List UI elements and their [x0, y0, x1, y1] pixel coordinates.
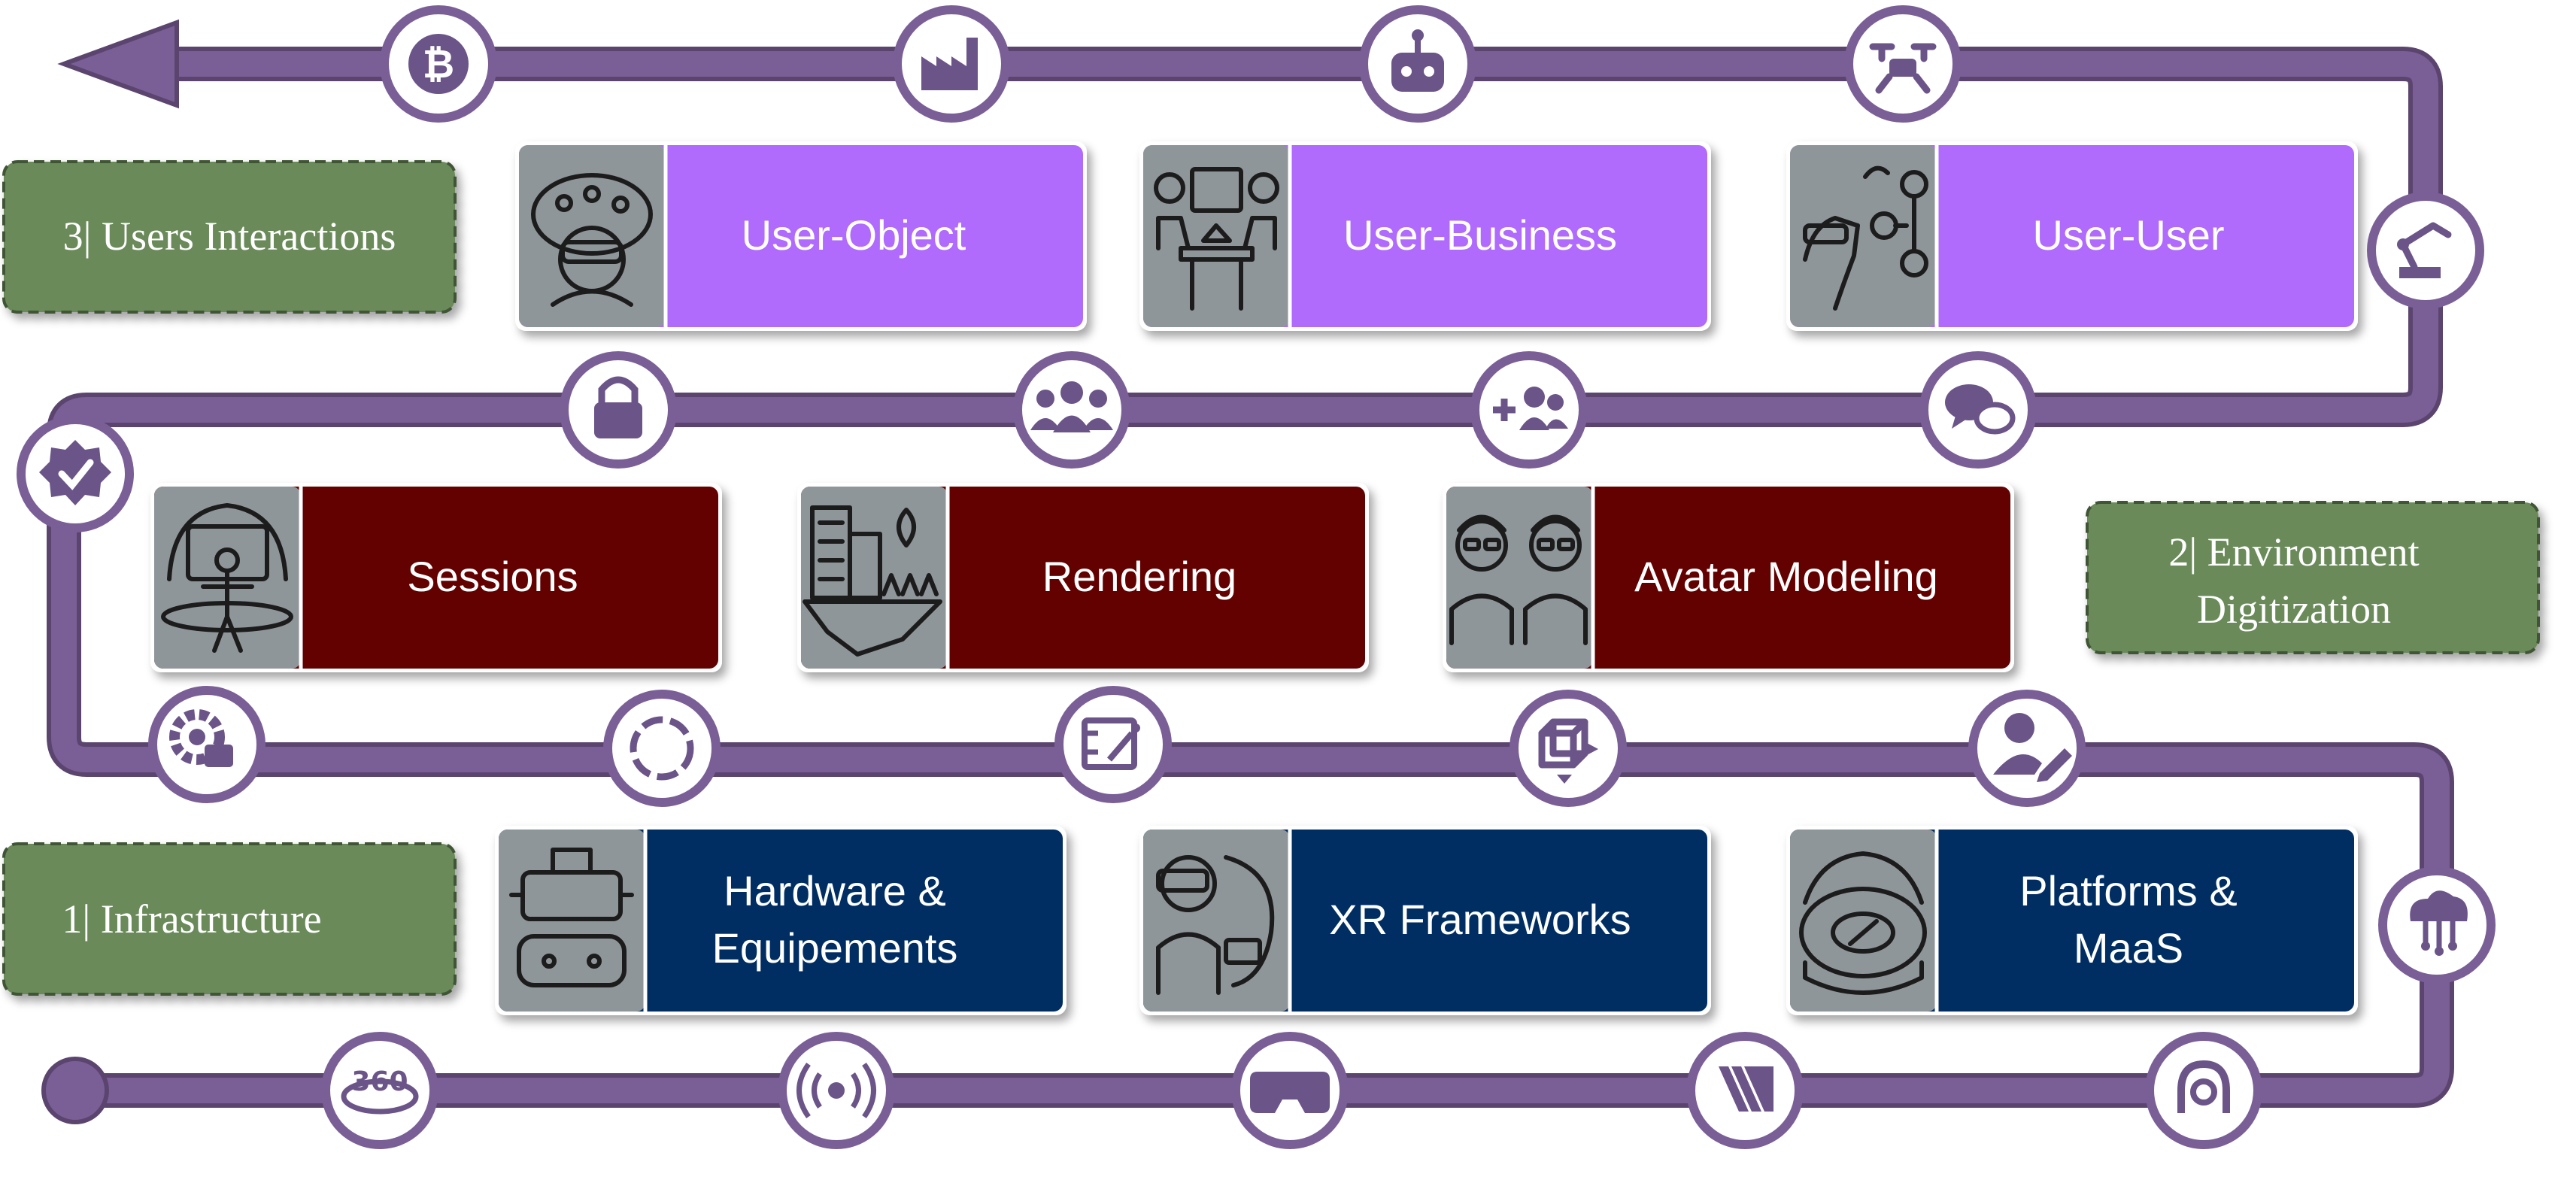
svg-text:1| Infrastructure: 1| Infrastructure	[62, 896, 321, 942]
node-broadcast	[778, 1032, 895, 1149]
box-xr-frameworks: XR Frameworks	[1139, 826, 1711, 1015]
box-user-object: User-Object	[515, 141, 1087, 331]
box-sessions: Sessions	[150, 483, 722, 672]
node-vr-glasses	[1231, 1032, 1349, 1149]
node-layers	[1686, 1032, 1804, 1149]
chat-icon	[1945, 384, 2016, 435]
node-lock	[560, 351, 677, 469]
user-network-icon	[1803, 165, 1928, 311]
path-start-dot	[41, 1057, 109, 1124]
node-loading	[603, 690, 721, 807]
node-3d-cube	[1509, 690, 1627, 807]
path-arrowhead	[57, 19, 179, 109]
cloud-network-icon	[2410, 890, 2468, 956]
vr-glasses-icon	[1250, 1072, 1330, 1113]
xr-framework-icon	[1156, 855, 1275, 995]
box-label: User-User	[2032, 211, 2224, 259]
box-hardware-equipements: Hardware & Equipements	[495, 826, 1067, 1015]
group-icon	[1030, 381, 1113, 432]
vr-hardware-icon	[509, 848, 634, 987]
business-meeting-icon	[1154, 167, 1279, 311]
svg-text:₿: ₿	[423, 42, 454, 87]
serpentine-path	[41, 19, 2454, 1124]
broadcast-icon	[796, 1062, 876, 1119]
avatar-pair-icon	[1449, 514, 1588, 645]
node-user-edit	[1968, 690, 2086, 807]
layer-label-users-interactions: 3| Users Interactions	[2, 160, 457, 314]
box-label: Rendering	[1042, 553, 1236, 600]
node-settings-edit	[148, 686, 265, 803]
box-label: Sessions	[407, 553, 578, 600]
layer-label-environment: 2| Environment Digitization	[2086, 501, 2540, 654]
settings-edit-icon	[169, 709, 233, 767]
immersive-session-icon	[161, 503, 293, 653]
node-verified	[17, 415, 134, 532]
node-cloud-network	[2378, 866, 2496, 984]
node-360: 360	[321, 1032, 438, 1149]
bitcoin-icon: ₿	[408, 34, 469, 94]
loading-icon	[630, 716, 694, 781]
robot-icon	[1391, 29, 1444, 92]
svg-text:3| Users Interactions: 3| Users Interactions	[63, 214, 396, 259]
box-label: Avatar Modeling	[1634, 553, 1938, 600]
box-label-line1: Platforms &	[2019, 867, 2237, 914]
box-user-business: User-Business	[1139, 141, 1711, 331]
robotic-arm-icon	[2397, 222, 2452, 278]
node-add-user	[1470, 351, 1588, 469]
user-edit-icon	[1993, 713, 2072, 782]
add-user-icon	[1493, 387, 1568, 430]
drone-icon	[1869, 43, 1937, 94]
lock-icon	[594, 376, 642, 438]
verified-badge-icon	[39, 440, 111, 505]
box-platforms-maas: Platforms & MaaS	[1786, 826, 2358, 1015]
node-media-magic	[1054, 686, 1172, 803]
node-group	[1013, 351, 1130, 469]
box-label-line2: MaaS	[2074, 924, 2183, 972]
platform-dashboard-icon	[1799, 851, 1927, 995]
node-robot	[1359, 5, 1476, 123]
box-label: User-Business	[1343, 211, 1617, 259]
box-label-line1: Hardware &	[724, 867, 946, 914]
360-view-icon: 360	[341, 1066, 419, 1115]
layers-icon	[1719, 1066, 1773, 1112]
city-rendering-icon	[803, 505, 942, 657]
svg-text:Digitization: Digitization	[2197, 587, 2391, 632]
node-chat	[1919, 351, 2037, 469]
node-factory	[893, 5, 1010, 123]
vr-headset-person-icon	[531, 173, 653, 307]
node-bitcoin: ₿	[380, 5, 497, 123]
3d-cube-icon	[1538, 718, 1598, 784]
pin-icon	[2177, 1060, 2230, 1113]
layer-label-infrastructure: 1| Infrastructure	[2, 842, 457, 996]
svg-text:2| Environment: 2| Environment	[2168, 529, 2419, 575]
node-pin	[2145, 1032, 2262, 1149]
box-label: XR Frameworks	[1329, 896, 1631, 943]
box-label-line2: Equipements	[712, 924, 958, 972]
node-drone	[1844, 5, 1962, 123]
box-label: User-Object	[742, 211, 966, 259]
box-user-user: User-User	[1786, 141, 2358, 331]
box-avatar-modeling: Avatar Modeling	[1443, 483, 2014, 672]
box-rendering: Rendering	[797, 483, 1369, 672]
node-robotic-arm	[2367, 192, 2484, 309]
media-magic-icon	[1082, 717, 1140, 770]
factory-icon	[921, 38, 978, 90]
